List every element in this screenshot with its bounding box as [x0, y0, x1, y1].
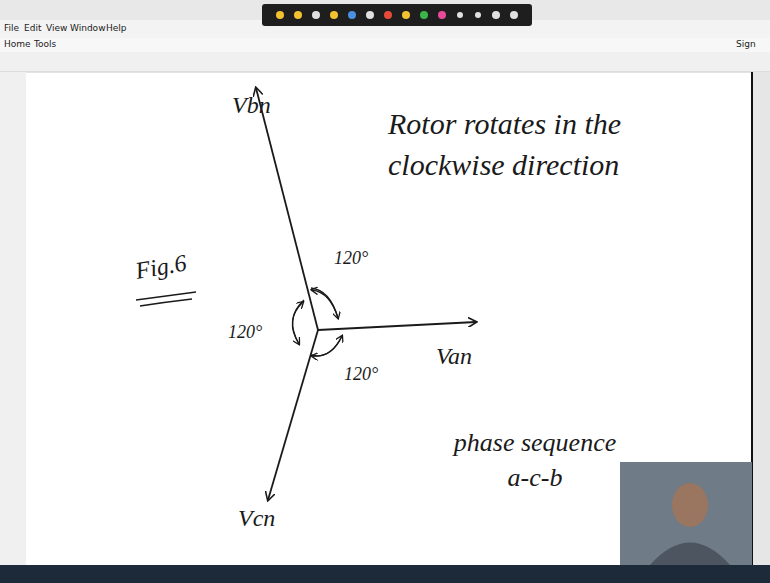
menu-item: Help [106, 23, 127, 33]
angle-arc [292, 302, 303, 344]
pen-icons [276, 11, 518, 19]
presenter [672, 483, 708, 527]
right-margin [752, 72, 770, 565]
pen-toolbar [262, 4, 532, 26]
angle-label: 120° [344, 364, 378, 385]
underline [136, 292, 196, 306]
menu-item: View [46, 23, 67, 33]
phasor-label: Vbn [232, 92, 271, 119]
side-panel [0, 72, 26, 565]
phasor-label: Vcn [238, 505, 275, 532]
menu-item: File [4, 23, 19, 33]
menu-item: Window [70, 23, 106, 33]
note-text: phase sequence a-c-b [440, 425, 630, 495]
angle-label: 120° [228, 322, 262, 343]
note-text: Rotor rotates in the clockwise direction [388, 104, 638, 185]
tool-bar [0, 52, 770, 72]
video-inset [620, 462, 752, 565]
presenter-body [650, 543, 730, 566]
phasor-label: Van [436, 343, 472, 370]
angle-arc [311, 336, 342, 356]
sign-label: Sign [736, 39, 756, 49]
angle-label: 120° [334, 248, 368, 269]
tab-label: Tools [34, 39, 56, 49]
angle-arc [293, 300, 304, 344]
tab-bar [0, 38, 770, 52]
angle-arc [312, 290, 338, 318]
van-phasor [318, 322, 476, 330]
angle-arc [311, 288, 338, 318]
taskbar [0, 565, 770, 583]
menu-item: Edit [24, 23, 41, 33]
vcn-phasor [268, 330, 318, 500]
tab-label: Home [4, 39, 31, 49]
figure-label: Fig.6 [133, 249, 188, 285]
angle-arc [312, 336, 342, 356]
divider [0, 72, 770, 73]
vbn-phasor [256, 88, 318, 330]
